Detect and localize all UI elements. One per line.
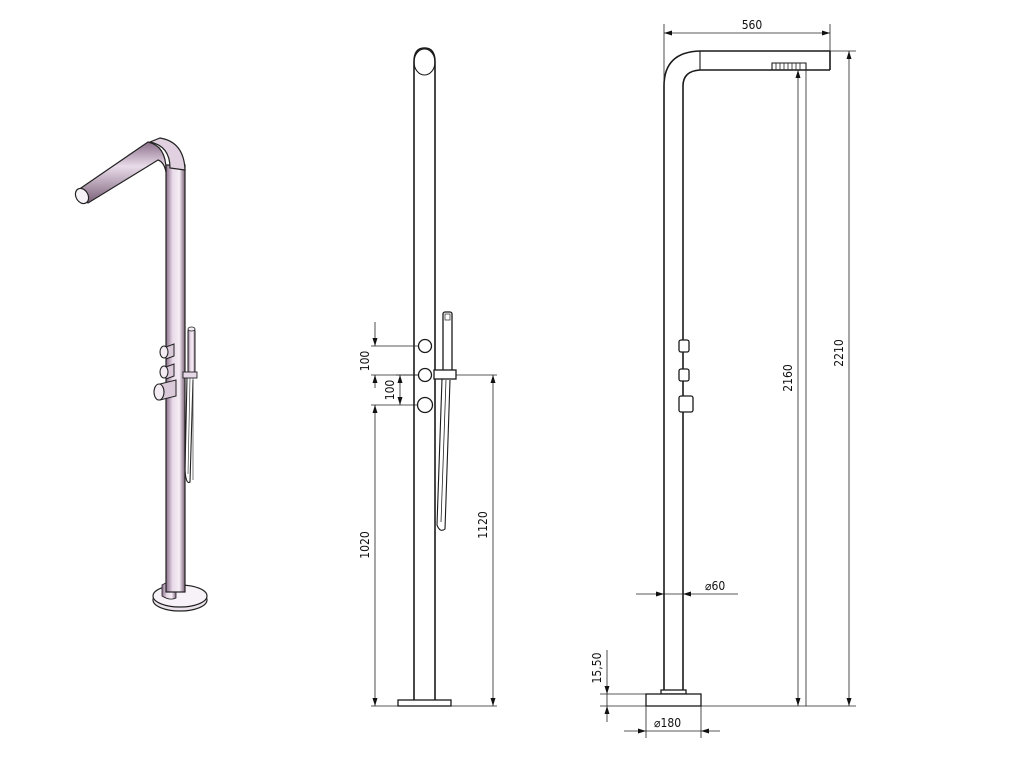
side-dim-base-thickness: 15,50 [590, 650, 646, 722]
front-hand-shower [433, 311, 457, 531]
side-dim-column-diameter: ⌀60 [636, 579, 738, 597]
side-valve-bottom [678, 395, 694, 413]
dim-label-lower-valve-height: 1020 [358, 531, 372, 559]
side-valve-top [678, 339, 690, 353]
iso-valve-middle [159, 363, 175, 380]
front-dim-valve-spacing-bottom: 100 [371, 374, 418, 406]
front-valve-middle [417, 367, 433, 383]
iso-valve-top [159, 343, 175, 360]
iso-valves [153, 343, 177, 401]
dim-label-base-thickness: 15,50 [590, 652, 604, 683]
iso-valve-bottom [153, 379, 177, 401]
isometric-view [74, 137, 208, 612]
front-dim-valve-spacing-top: 100 [358, 322, 418, 388]
front-dim-lower-valve-height: 1020 [358, 405, 398, 707]
iso-column [165, 164, 186, 593]
side-dim-shower-head-height: 2160 [701, 69, 856, 707]
side-valve-middle [678, 368, 690, 382]
dim-label-valve-spacing-top: 100 [358, 351, 372, 372]
side-base-plate [645, 689, 702, 707]
front-base-plate [397, 699, 452, 707]
front-valve-top [417, 338, 433, 354]
dim-label-base-diameter: ⌀180 [654, 716, 681, 730]
front-view: 100 100 1020 1120 [358, 47, 497, 707]
front-valve-bottom [416, 396, 434, 414]
side-column-and-arm [663, 50, 831, 690]
front-valves [416, 338, 434, 414]
dim-label-valve-spacing-bottom: 100 [383, 380, 397, 401]
side-dim-overall-height: 2210 [830, 50, 856, 706]
side-view: 560 2160 2210 ⌀60 [590, 18, 856, 738]
dim-label-shower-head-height: 2160 [781, 364, 795, 392]
side-valves [678, 339, 694, 413]
dim-label-overall-height: 2210 [832, 339, 846, 367]
iso-shower-arm [74, 137, 186, 205]
dim-label-column-diameter: ⌀60 [705, 579, 725, 593]
front-dim-hand-shower-height: 1120 [451, 374, 497, 707]
iso-hand-shower [182, 326, 198, 484]
front-column [413, 47, 436, 700]
dim-label-hand-shower-height: 1120 [476, 511, 490, 539]
side-dim-head-width: 560 [663, 18, 831, 86]
dim-label-head-width: 560 [742, 18, 763, 32]
side-dim-base-diameter: ⌀180 [624, 706, 720, 738]
